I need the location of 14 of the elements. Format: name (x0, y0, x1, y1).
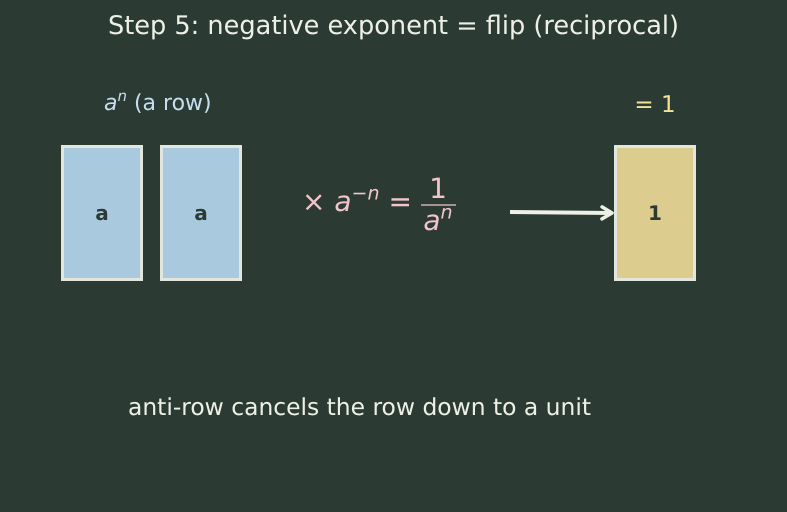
unit-tile (614, 145, 696, 281)
row-label: a$^{n}$ (a row) (104, 90, 212, 118)
tile-label: 1 (648, 201, 662, 225)
arrow (510, 205, 614, 221)
variable-tile (61, 145, 143, 281)
fraction-numerator: 1 (429, 175, 447, 203)
tile-label: a (194, 201, 208, 225)
formula-text: × a$^{−n}$ = (302, 186, 412, 218)
variable-tile (160, 145, 242, 281)
diagram-caption: anti-row cancels the row down to a unit (128, 392, 591, 422)
tile-label: a (95, 201, 109, 225)
fraction-denominator: a$^{n}$ (423, 207, 453, 235)
result-label: = 1 (634, 91, 676, 119)
diagram-title: Step 5: negative exponent = flip (reciprocal) (106, 10, 680, 42)
